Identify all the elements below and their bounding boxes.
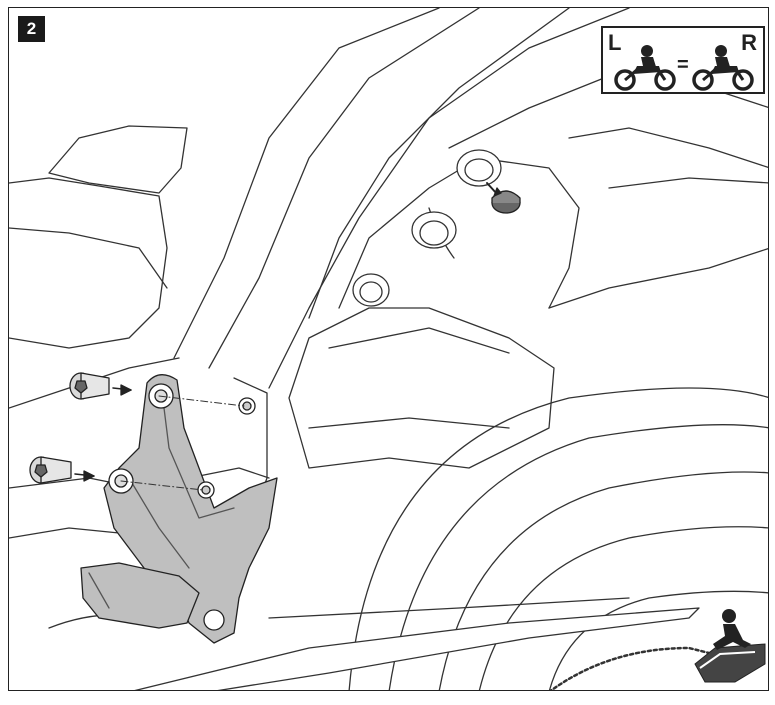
- left-lower-panel: [9, 177, 168, 349]
- rider-on-bike-icon: [694, 609, 766, 683]
- rear-wheel-outline: [348, 387, 768, 690]
- upper-bolt: [69, 372, 110, 400]
- right-label: R: [741, 30, 757, 55]
- left-label: L: [608, 30, 622, 55]
- left-fairing-panel: [48, 125, 188, 194]
- diagram-frame: 2 L = R: [8, 7, 769, 691]
- rear-frame-housing: [288, 307, 555, 469]
- left-right-symbol: L = R: [601, 26, 765, 94]
- motorcycle-rider-left-icon: [614, 45, 676, 91]
- equals-sign: =: [677, 54, 689, 76]
- alignment-line-lower: [120, 480, 204, 491]
- upper-mount-hole: [411, 211, 457, 249]
- lower-bolt: [29, 456, 72, 484]
- drive-chain: [549, 646, 731, 690]
- footpeg: [80, 562, 200, 629]
- footpeg-bracket: [103, 374, 278, 644]
- diagram-artwork: [9, 8, 768, 690]
- alignment-line-upper: [158, 395, 245, 407]
- swingarm: [134, 607, 700, 690]
- motorcycle-rider-right-icon: [692, 45, 754, 91]
- subframe-outline: [173, 8, 440, 359]
- right-side-cover: [448, 67, 768, 309]
- middle-mount-hole: [352, 273, 390, 307]
- step-number-badge: 2: [18, 16, 45, 42]
